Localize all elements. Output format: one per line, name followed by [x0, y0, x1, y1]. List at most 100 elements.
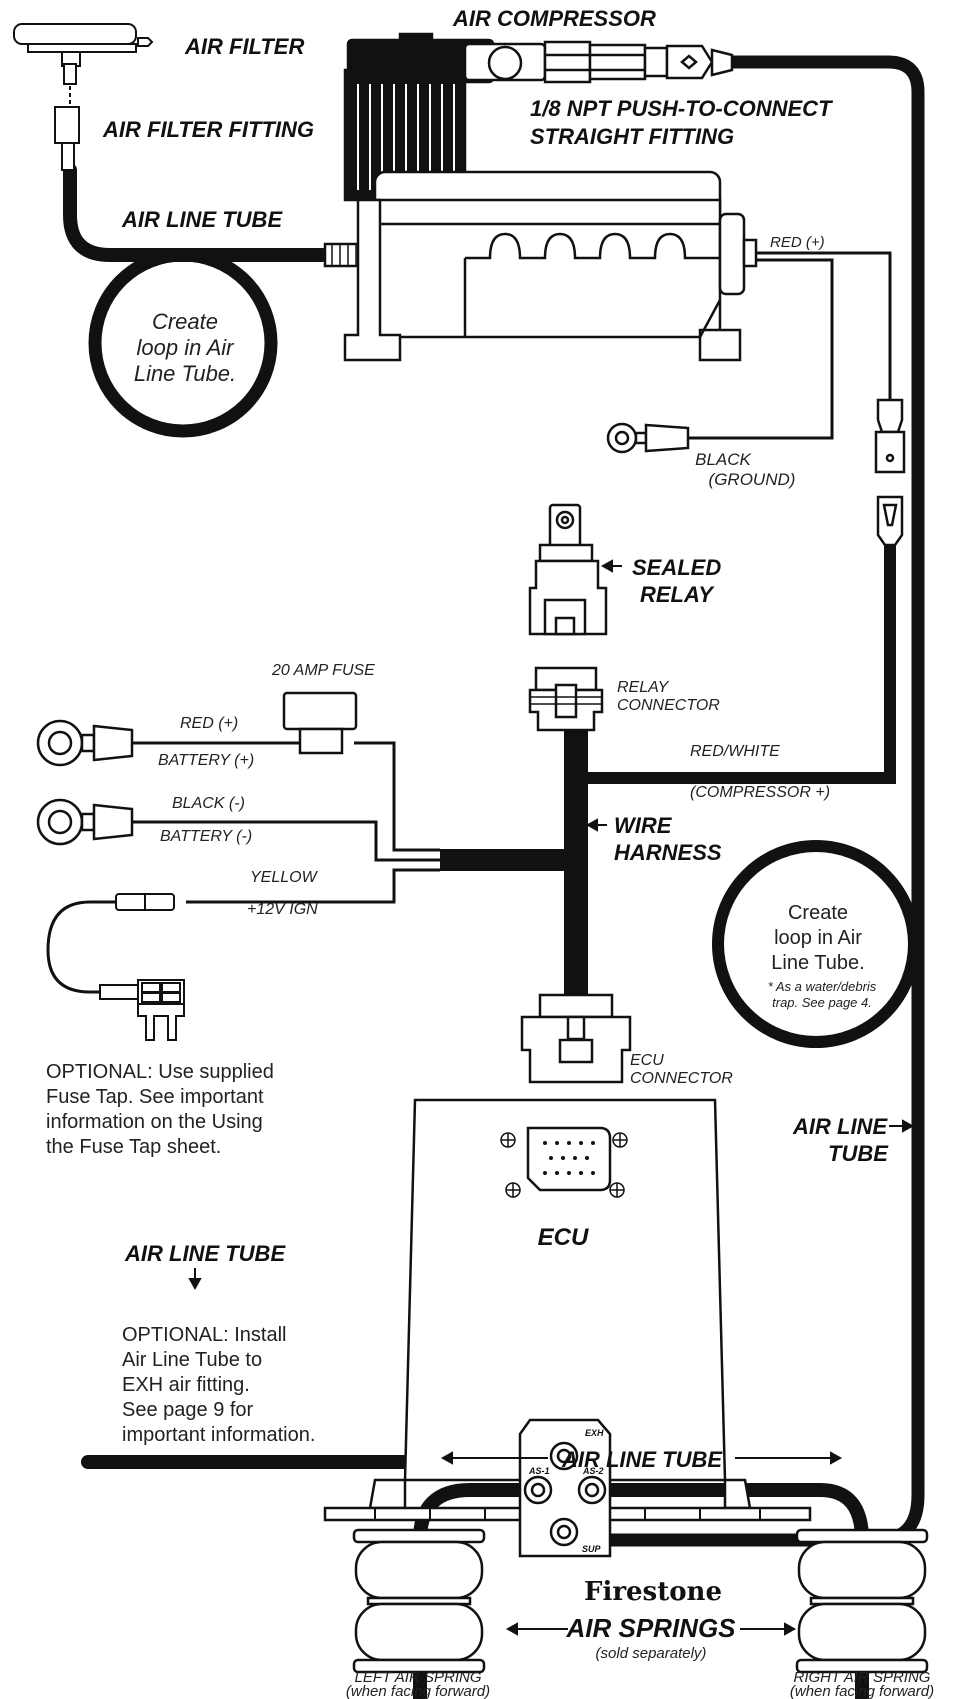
label-optional-fuse-3: information on the Using	[46, 1111, 263, 1133]
tube-loop-left	[88, 248, 278, 438]
label-red-plus-top: RED (+)	[770, 234, 825, 251]
label-exh: EXH	[585, 1428, 604, 1438]
label-yellow: YELLOW	[250, 869, 319, 886]
tube-loop-right	[712, 840, 920, 1048]
battery-negative-terminal	[36, 798, 134, 846]
label-left-spring-1: LEFT AIR SPRING	[355, 1669, 482, 1686]
push-fitting-body	[588, 43, 647, 81]
label-optional-fuse-4: the Fuse Tap sheet.	[46, 1136, 221, 1158]
compressor-spade-connectors	[874, 398, 906, 547]
wire-battery-red-2	[354, 741, 440, 852]
label-red-plus: RED (+)	[180, 715, 238, 732]
electrical-wires	[46, 251, 896, 994]
ecu	[323, 1098, 812, 1558]
label-wire-harness-2: HARNESS	[614, 840, 722, 865]
label-fuse-20amp: 20 AMP FUSE	[271, 662, 375, 679]
compressor-cap-top	[398, 32, 434, 46]
label-as2: AS-2	[582, 1466, 604, 1476]
label-relay-connector-2: CONNECTOR	[617, 697, 720, 714]
label-air-line-tube-left: AIR LINE TUBE	[124, 1241, 286, 1266]
label-black-ground-2: (GROUND)	[709, 470, 796, 489]
label-loop-left-1: Create	[152, 309, 218, 334]
label-sealed-relay-2: RELAY	[640, 582, 715, 607]
wire-compressor-ground	[688, 258, 834, 440]
label-ecu-connector-1: ECU	[630, 1052, 664, 1069]
air-compressor	[323, 32, 758, 362]
air-springs	[352, 1528, 929, 1674]
air-filter-stem	[63, 63, 77, 85]
fuse-20amp	[282, 691, 358, 755]
label-optional-exh-5: important information.	[122, 1424, 315, 1446]
compressor-motor	[373, 170, 722, 339]
label-battery-plus: BATTERY (+)	[158, 752, 254, 769]
label-ign-12v: +12V IGN	[247, 901, 318, 918]
label-loop-left-3: Line Tube.	[134, 361, 236, 386]
push-fitting-collar	[643, 46, 669, 78]
wire-harness	[440, 730, 588, 1005]
wire-fuse-tap-lead	[46, 900, 116, 994]
label-air-filter-fitting: AIR FILTER FITTING	[102, 117, 314, 142]
label-loop-right-note-1: * As a water/debris	[768, 979, 877, 994]
label-air-line-right-2: TUBE	[828, 1141, 889, 1166]
compressor-foot-right	[698, 328, 742, 362]
label-red-white: RED/WHITE	[690, 743, 780, 760]
label-battery-minus: BATTERY (-)	[160, 828, 252, 845]
label-compressor-plus: (COMPRESSOR +)	[690, 784, 830, 801]
label-air-compressor: AIR COMPRESSOR	[452, 6, 656, 31]
wire-yellow-ign	[186, 868, 440, 904]
firestone-logo: Firestone	[584, 1577, 722, 1607]
right-air-spring	[795, 1528, 929, 1674]
air-filter-fitting-barb	[61, 142, 75, 171]
pointer-arrows	[188, 559, 915, 1636]
label-black-ground-1: BLACK	[695, 450, 751, 469]
label-optional-exh-3: EXH air fitting.	[122, 1374, 250, 1396]
push-fitting-tip	[710, 48, 734, 77]
text-labels: AIR COMPRESSOR AIR FILTER AIR FILTER FIT…	[46, 6, 934, 1699]
compressor-foot-left	[343, 198, 402, 362]
label-left-spring-2: (when facing forward)	[346, 1683, 490, 1699]
ecu-socket	[526, 1126, 612, 1192]
label-wire-harness-1: WIRE	[614, 813, 673, 838]
air-filter-fitting	[54, 106, 80, 144]
ecu-flange-right	[723, 1478, 752, 1510]
compressor-ground-terminal	[606, 422, 690, 454]
tube-filter-to-compressor	[63, 163, 329, 262]
fuse-tap	[99, 893, 185, 1041]
label-optional-exh-2: Air Line Tube to	[122, 1349, 262, 1371]
wire-red-white	[576, 545, 896, 784]
label-sold-separately: (sold separately)	[596, 1645, 707, 1662]
spade-male	[876, 398, 904, 434]
air-filter-cap	[13, 23, 137, 45]
label-ecu: ECU	[538, 1224, 589, 1251]
sealed-relay	[528, 503, 608, 636]
push-fitting-hex	[543, 40, 592, 84]
label-loop-right-note-2: trap. See page 4.	[772, 995, 872, 1010]
relay-connector	[528, 666, 604, 732]
label-push-fitting-2: STRAIGHT FITTING	[530, 124, 734, 149]
compressor-motor-band-top	[373, 198, 722, 226]
air-filter-body	[27, 43, 137, 53]
label-push-fitting-1: 1/8 NPT PUSH-TO-CONNECT	[530, 96, 833, 121]
air-filter-tip	[137, 37, 154, 47]
label-air-springs: AIR SPRINGS	[565, 1613, 736, 1643]
compressor-motor-ribs	[465, 232, 720, 260]
label-loop-right-3: Line Tube.	[771, 952, 864, 974]
label-right-spring-1: RIGHT AIR SPRING	[794, 1669, 931, 1686]
ecu-port-manifold	[518, 1418, 612, 1558]
label-sup: SUP	[582, 1544, 602, 1554]
label-optional-exh-1: OPTIONAL: Install	[122, 1324, 287, 1346]
label-air-filter: AIR FILTER	[184, 34, 304, 59]
compressor-outlet-port	[487, 45, 523, 81]
label-loop-right-2: loop in Air	[774, 927, 862, 949]
label-air-line-tube-bottom: AIR LINE TUBE	[561, 1447, 723, 1472]
label-optional-exh-4: See page 9 for	[122, 1399, 254, 1421]
battery-positive-terminal	[36, 719, 134, 767]
label-optional-fuse-1: OPTIONAL: Use supplied	[46, 1061, 274, 1083]
label-relay-connector-1: RELAY	[617, 679, 670, 696]
wire-compressor-red	[756, 251, 892, 400]
left-air-spring	[352, 1528, 486, 1674]
label-air-line-right-1: AIR LINE	[792, 1114, 888, 1139]
label-sealed-relay-1: SEALED	[632, 555, 721, 580]
label-black-minus: BLACK (-)	[172, 795, 245, 812]
